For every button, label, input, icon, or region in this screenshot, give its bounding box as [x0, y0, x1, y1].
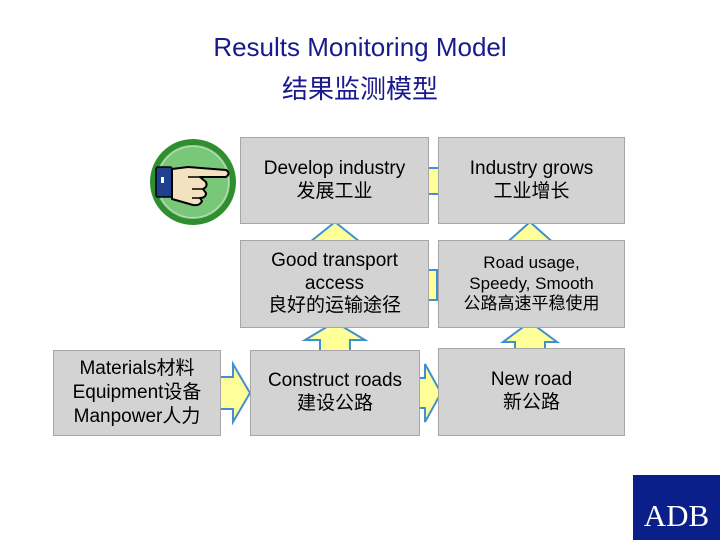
good-transport-label-2: access [304, 272, 365, 294]
new-road-label: New road [490, 369, 573, 391]
construct-roads-label: Construct roads [267, 370, 403, 392]
industry-grows-label-cn: 工业增长 [493, 180, 570, 202]
develop-industry-label: Develop industry [263, 157, 406, 179]
new-road-box: New road 新公路 [438, 348, 625, 436]
new-road-label-cn: 新公路 [502, 392, 560, 413]
road-usage-label-2: Speedy, Smooth [469, 273, 594, 293]
road-usage-label: Road usage, [483, 253, 580, 273]
construct-roads-label-cn: 建设公路 [296, 393, 373, 414]
road-usage-box: Road usage, Speedy, Smooth 公路高速平稳使用 [438, 240, 625, 328]
industry-grows-label: Industry grows [469, 157, 594, 179]
input-equipment: Equipment设备 [72, 382, 202, 404]
adb-logo: ADB [633, 475, 720, 540]
good-transport-box: Good transport access 良好的运输途径 [240, 240, 429, 328]
inputs-box: Materials材料 Equipment设备 Manpower人力 [53, 350, 221, 436]
develop-industry-box: Develop industry 发展工业 [240, 137, 429, 224]
adb-logo-text: ADB [643, 498, 710, 533]
diagram-title: Results Monitoring Model [213, 32, 507, 62]
good-transport-label: Good transport [271, 249, 398, 271]
construct-roads-box: Construct roads 建设公路 [250, 350, 420, 436]
develop-industry-label-cn: 发展工业 [296, 180, 373, 202]
industry-grows-box: Industry grows 工业增长 [438, 137, 625, 224]
input-manpower: Manpower人力 [73, 405, 201, 427]
arrow-inputs-to-construct [217, 360, 252, 426]
pointing-hand-icon [150, 139, 236, 225]
road-usage-label-cn: 公路高速平稳使用 [463, 294, 600, 314]
good-transport-label-cn: 良好的运输途径 [267, 295, 401, 317]
input-materials: Materials材料 [79, 358, 195, 380]
diagram-title-chinese: 结果监测模型 [281, 74, 438, 104]
